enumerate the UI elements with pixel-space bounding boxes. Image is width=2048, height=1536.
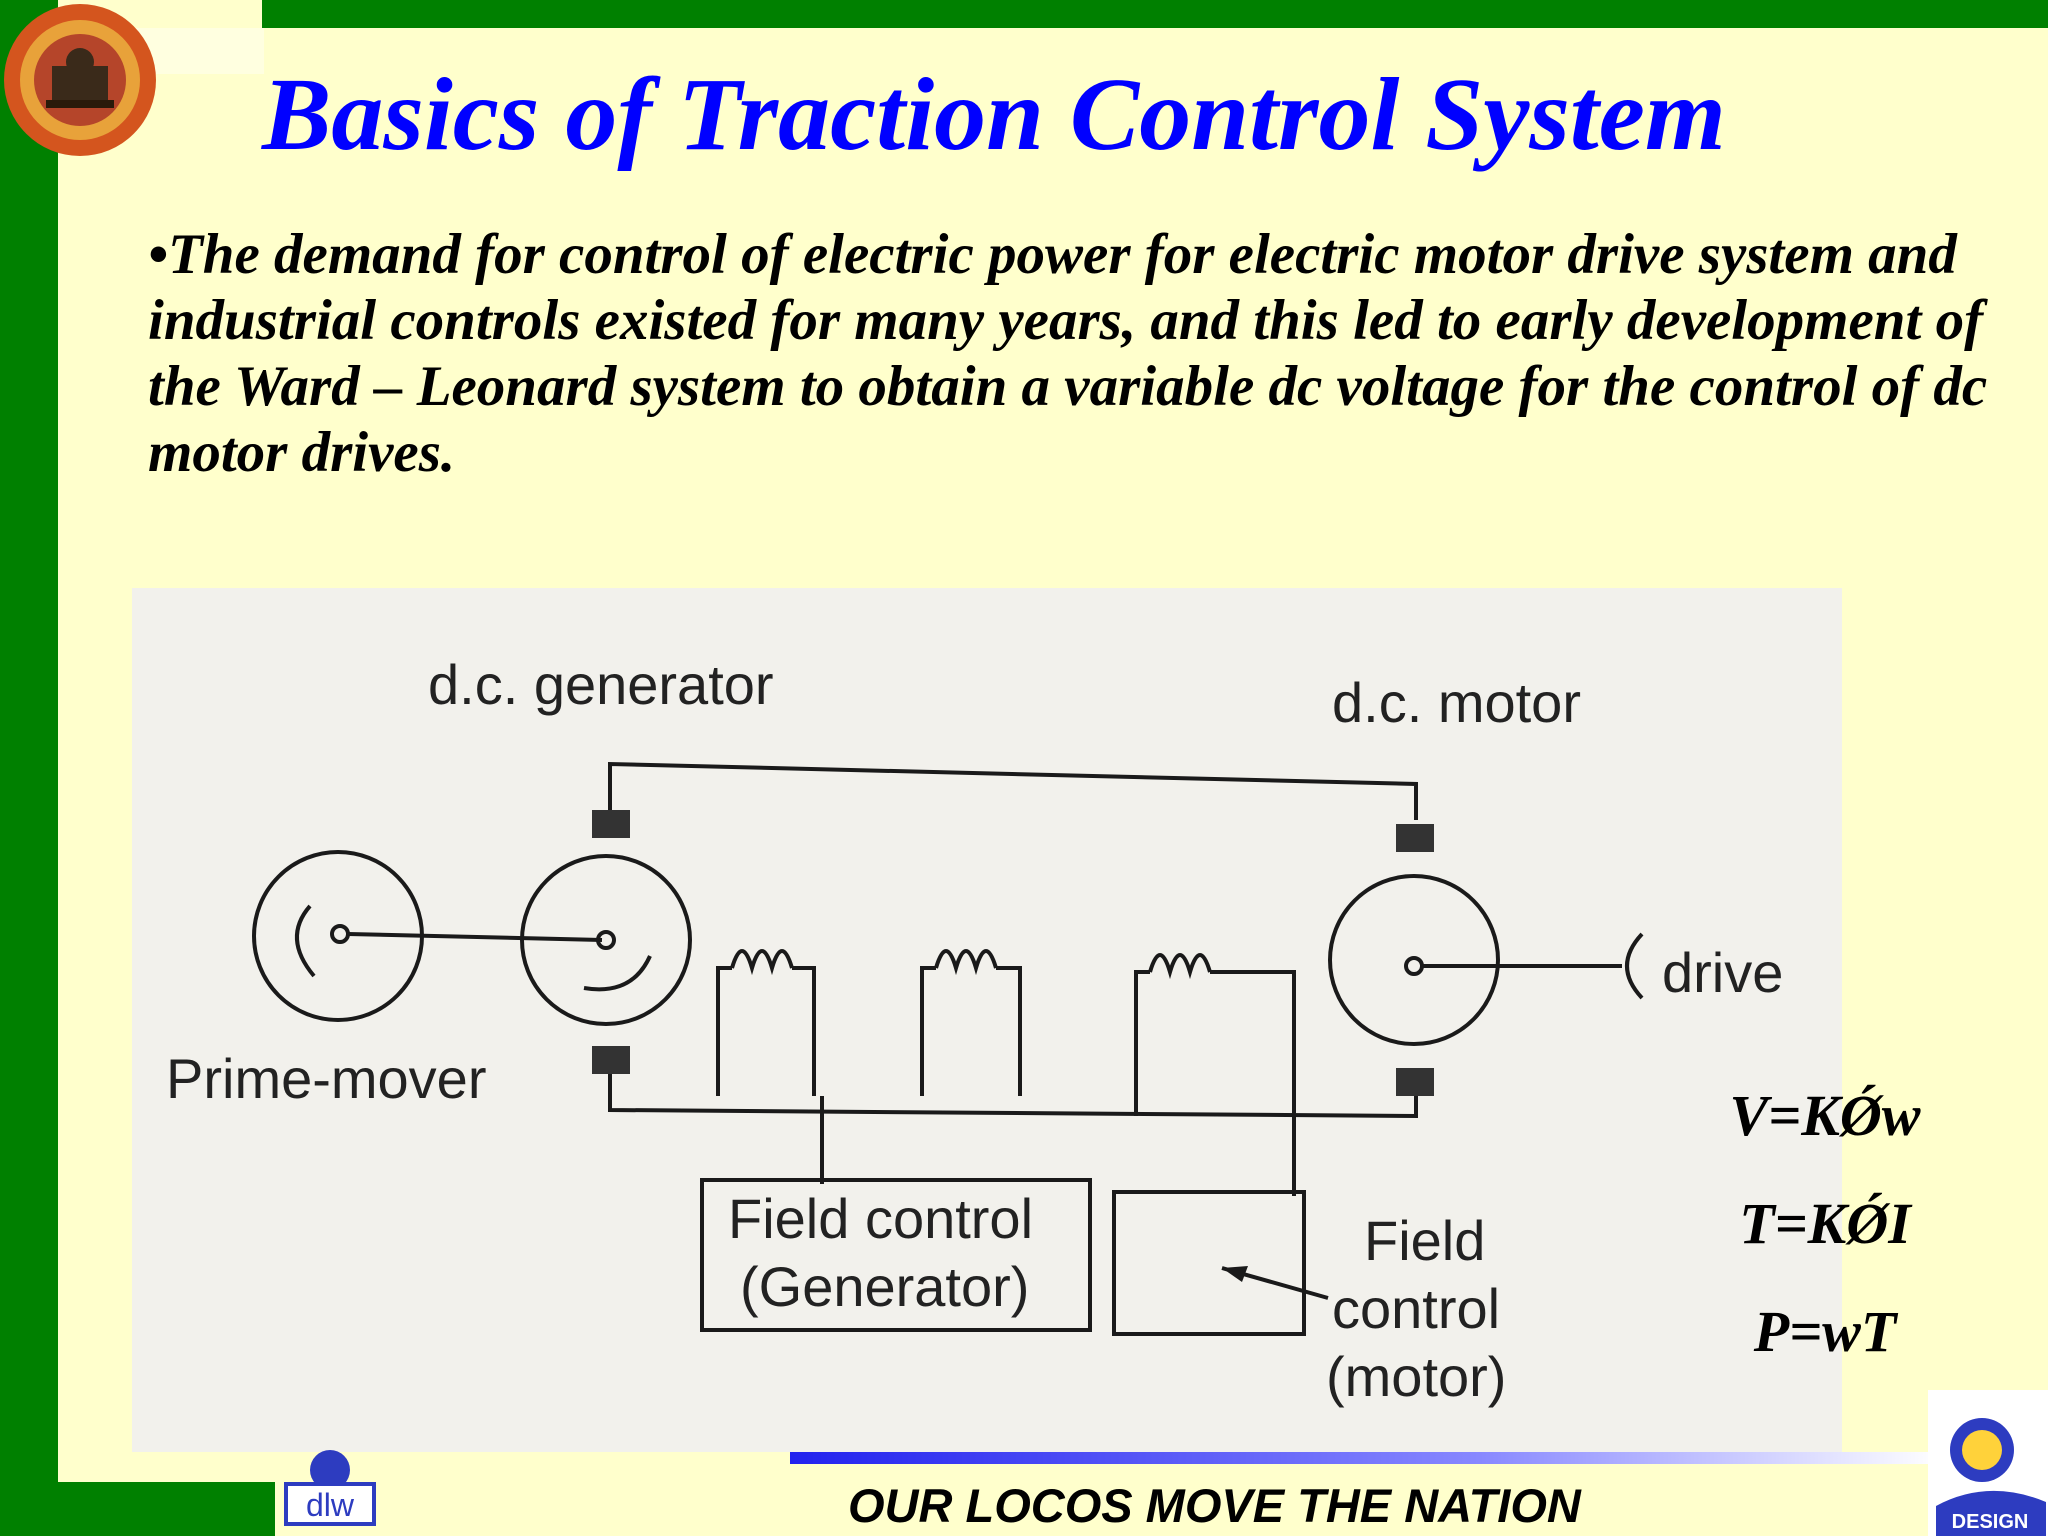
prime-mover-rotation-arrow <box>295 904 316 978</box>
field-control-motor-box <box>1112 1190 1306 1336</box>
label-field-control-generator-1: Field control <box>728 1187 1033 1250</box>
svg-text:DESIGN: DESIGN <box>1952 1511 2029 1533</box>
field-control-generator-box <box>700 1178 1092 1332</box>
label-dc-generator: d.c. generator <box>428 653 774 716</box>
design-logo: DESIGN <box>1928 1390 2048 1536</box>
label-field-control-motor-1: Field <box>1364 1209 1485 1272</box>
drive-arrow <box>1625 932 1644 1000</box>
label-prime-mover: Prime-mover <box>166 1047 486 1110</box>
railway-emblem-logo <box>4 4 156 156</box>
generator-circle <box>520 854 692 1026</box>
label-field-control-motor-3: (motor) <box>1326 1345 1506 1408</box>
left-green-bar <box>0 0 58 1536</box>
ward-leonard-diagram: d.c. generator d.c. motor Prime-mover dr… <box>132 588 1842 1452</box>
formula-voltage: V=KǾw <box>1729 1083 1921 1148</box>
top-green-bar <box>262 0 2048 28</box>
generator-rotation-arrow <box>583 955 652 992</box>
footer-divider <box>790 1452 1940 1464</box>
slide-title: Basics of Traction Control System <box>262 57 1726 172</box>
svg-text:dlw: dlw <box>306 1487 355 1523</box>
bullet-text: •The demand for control of electric powe… <box>148 223 1988 484</box>
label-field-control-motor-2: control <box>1332 1277 1500 1340</box>
label-dc-motor: d.c. motor <box>1332 671 1581 734</box>
formula-block: V=KǾw T=KǾI P=wT <box>1690 1074 1960 1398</box>
bottom-left-green-block <box>0 1482 275 1536</box>
dlw-logo: dlw <box>284 1450 376 1526</box>
motor-circle <box>1328 874 1500 1046</box>
label-drive: drive <box>1662 941 1783 1004</box>
formula-power: P=wT <box>1753 1299 1897 1364</box>
label-field-control-generator-2: (Generator) <box>740 1255 1029 1318</box>
footer-slogan: OUR LOCOS MOVE THE NATION <box>848 1479 1581 1532</box>
formula-torque: T=KǾI <box>1739 1191 1911 1256</box>
